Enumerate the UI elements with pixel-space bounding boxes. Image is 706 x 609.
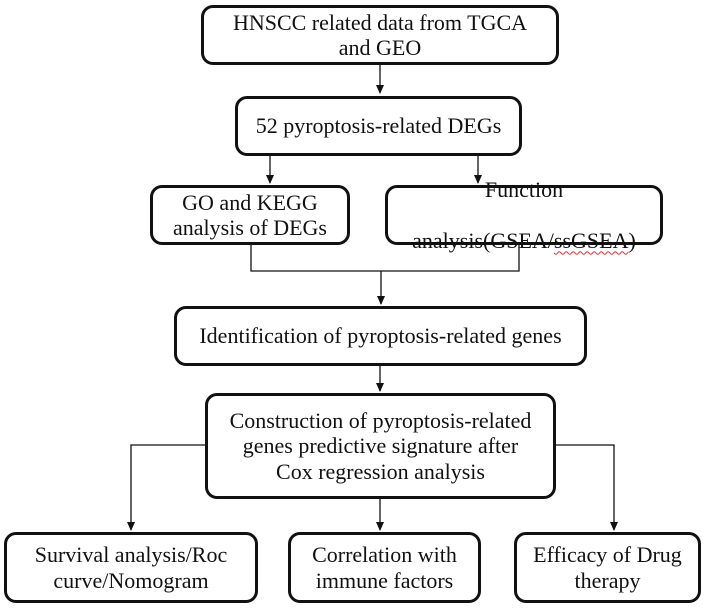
function-label-line2-prefix: analysis(GSEA/: [412, 227, 554, 253]
merge-connector: [250, 243, 520, 272]
identification-label: Identification of pyroptosis-related gen…: [199, 323, 562, 349]
arrow-construction-to-efficacy: [554, 444, 618, 531]
correlation-box: Correlation with immune factors: [288, 532, 481, 603]
go-kegg-box: GO and KEGG analysis of DEGs: [150, 185, 350, 245]
data-source-label: HNSCC related data from TGCA and GEO: [232, 9, 528, 60]
function-label-line2-suffix: ): [628, 227, 636, 253]
function-analysis-box: Function analysis(GSEA/ssGSEA): [385, 177, 663, 253]
efficacy-label: Efficacy of Drug therapy: [533, 542, 682, 593]
data-source-box: HNSCC related data from TGCA and GEO: [201, 5, 559, 65]
survival-box: Survival analysis/Roc curve/Nomogram: [4, 532, 258, 603]
go-kegg-label: GO and KEGG analysis of DEGs: [173, 189, 327, 240]
identification-box: Identification of pyroptosis-related gen…: [174, 306, 587, 366]
construction-label: Construction of pyroptosis-related genes…: [229, 408, 532, 484]
function-label-line2-underlined: ssGSEA: [553, 227, 629, 253]
correlation-label: Correlation with immune factors: [312, 542, 457, 593]
construction-box: Construction of pyroptosis-related genes…: [205, 393, 556, 499]
arrow-construction-to-survival: [127, 444, 207, 531]
degs-label: 52 pyroptosis-related DEGs: [255, 113, 502, 139]
function-analysis-label: Function analysis(GSEA/ssGSEA): [412, 152, 636, 278]
degs-box: 52 pyroptosis-related DEGs: [235, 96, 522, 156]
function-label-line2: analysis(GSEA/ssGSEA): [412, 228, 636, 253]
survival-label: Survival analysis/Roc curve/Nomogram: [34, 542, 228, 593]
efficacy-box: Efficacy of Drug therapy: [514, 532, 701, 603]
function-label-line1: Function: [484, 177, 564, 203]
